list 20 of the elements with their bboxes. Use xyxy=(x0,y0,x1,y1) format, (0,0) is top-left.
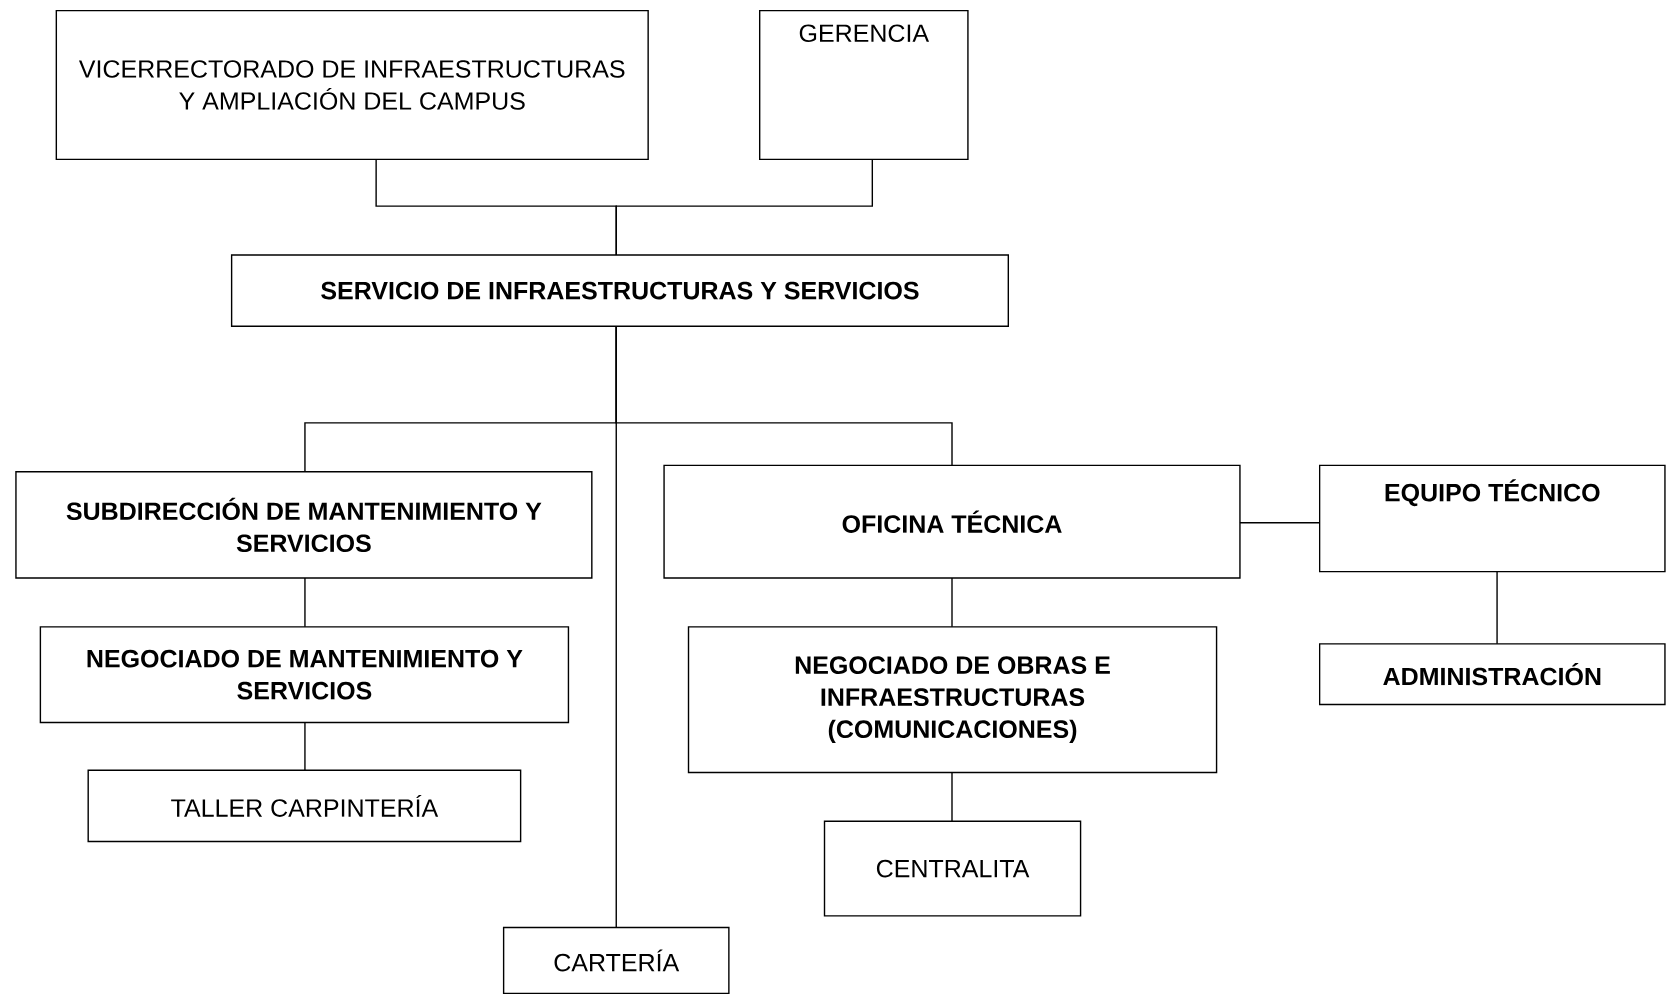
connector-line xyxy=(1496,570,1498,645)
org-box: GERENCIA xyxy=(759,9,969,160)
org-box: TALLER CARPINTERÍA xyxy=(87,769,522,842)
org-box: SUBDIRECCIÓN DE MANTENIMIENTO Y SERVICIOS xyxy=(15,470,593,579)
connector-line xyxy=(615,158,874,256)
org-box: SERVICIO DE INFRAESTRUCTURAS Y SERVICIOS xyxy=(230,254,1009,327)
org-box: ADMINISTRACIÓN xyxy=(1318,642,1666,705)
connector-line xyxy=(951,771,953,822)
connector-line xyxy=(951,577,953,628)
org-box: NEGOCIADO DE OBRAS E INFRAESTRUCTURAS (COMUNICACIONES) xyxy=(687,625,1218,773)
org-box: NEGOCIADO DE MANTENIMIENTO Y SERVICIOS xyxy=(39,625,570,723)
org-box: EQUIPO TÉCNICO xyxy=(1318,464,1666,573)
org-box: OFICINA TÉCNICA xyxy=(663,464,1241,579)
org-box: CARTERÍA xyxy=(502,926,730,994)
connector-line xyxy=(615,325,617,929)
connector-line xyxy=(304,721,306,771)
org-box: CENTRALITA xyxy=(823,820,1082,917)
connector-line xyxy=(304,577,306,628)
connector-line xyxy=(1239,521,1321,524)
org-box: VICERRECTORADO DE INFRAESTRUCTURAS Y AMPLIACIÓN DEL CAMPUS xyxy=(55,9,649,160)
